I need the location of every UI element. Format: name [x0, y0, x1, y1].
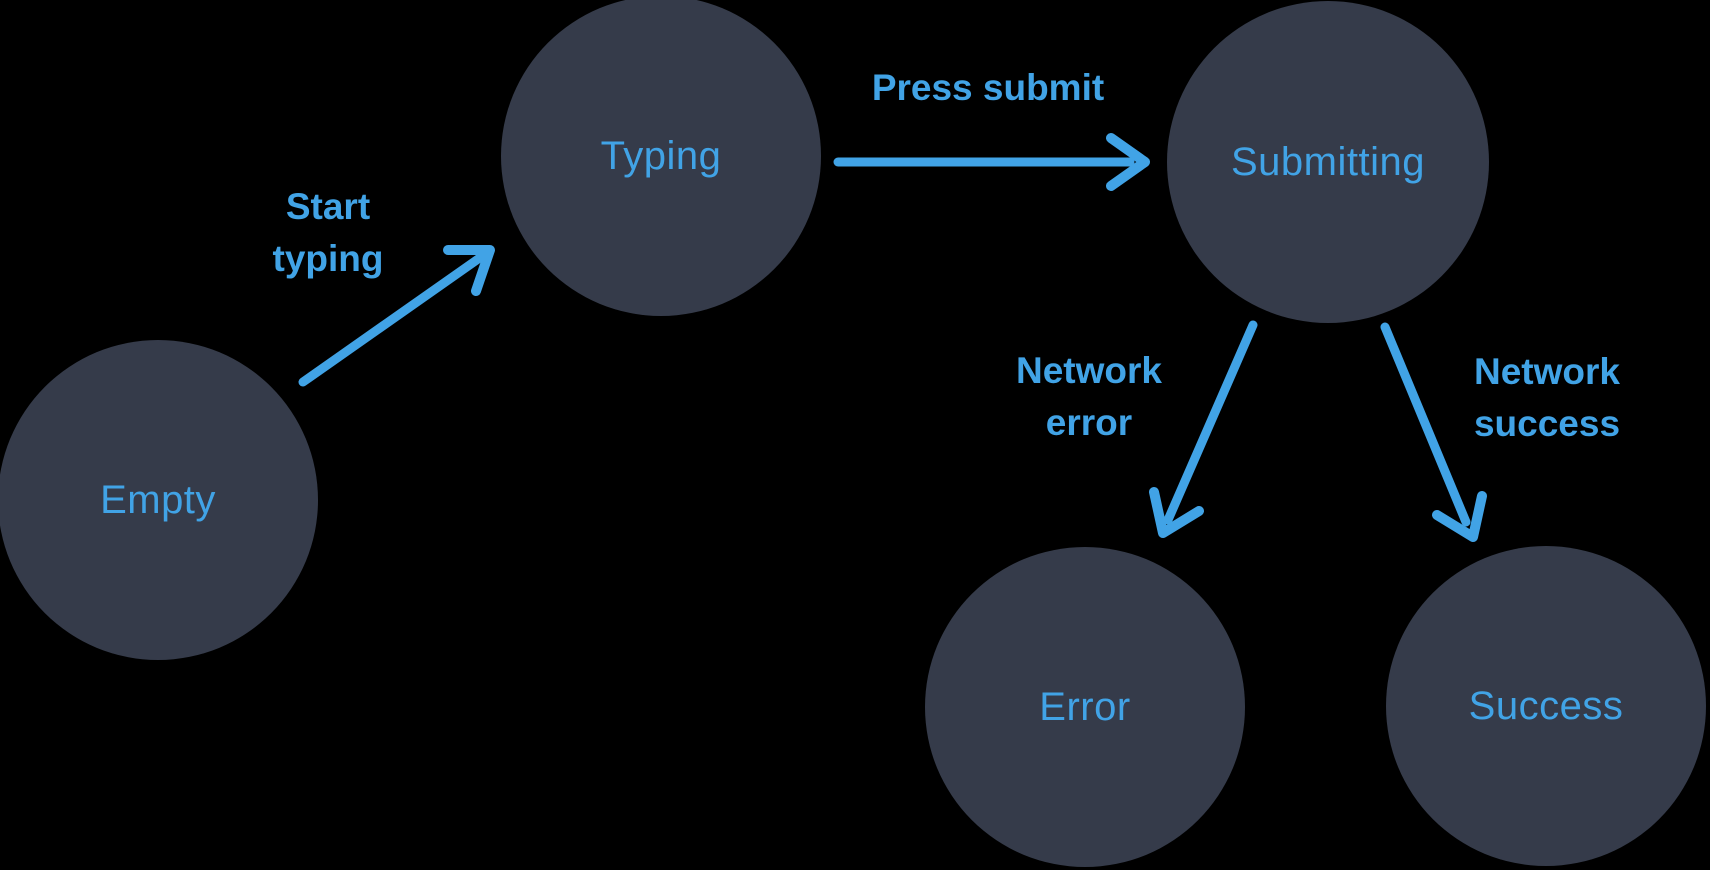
- state-node-submitting: Submitting: [1167, 1, 1489, 323]
- state-node-success-label: Success: [1468, 683, 1624, 728]
- state-node-typing-label: Typing: [600, 133, 722, 178]
- state-node-error: Error: [925, 547, 1245, 867]
- state-node-empty: Empty: [0, 340, 318, 660]
- edge-label-line: error: [1045, 402, 1133, 443]
- edge-label-line: Network: [1016, 350, 1162, 391]
- edge-label-line: typing: [272, 238, 384, 279]
- arrow-network-error: [1149, 320, 1258, 538]
- edge-label-line: Press submit: [871, 67, 1105, 108]
- edge-label-press-submit: Press submit: [872, 62, 1104, 114]
- edge-label-line: Start: [285, 186, 371, 227]
- arrow-network-success: [1380, 322, 1487, 542]
- state-node-empty-label: Empty: [100, 477, 216, 522]
- state-node-typing: Typing: [501, 0, 821, 316]
- state-node-error-label: Error: [1039, 684, 1131, 729]
- edge-label-line: success: [1473, 403, 1621, 444]
- edge-label-network-success: Network success: [1474, 346, 1620, 450]
- edge-label-network-error: Network error: [1016, 345, 1162, 449]
- state-node-success: Success: [1386, 546, 1706, 866]
- edge-label-start-typing: Start typing: [273, 181, 384, 285]
- edge-label-line: Network: [1474, 351, 1620, 392]
- arrow-press-submit: [833, 133, 1150, 191]
- state-node-submitting-label: Submitting: [1231, 139, 1425, 184]
